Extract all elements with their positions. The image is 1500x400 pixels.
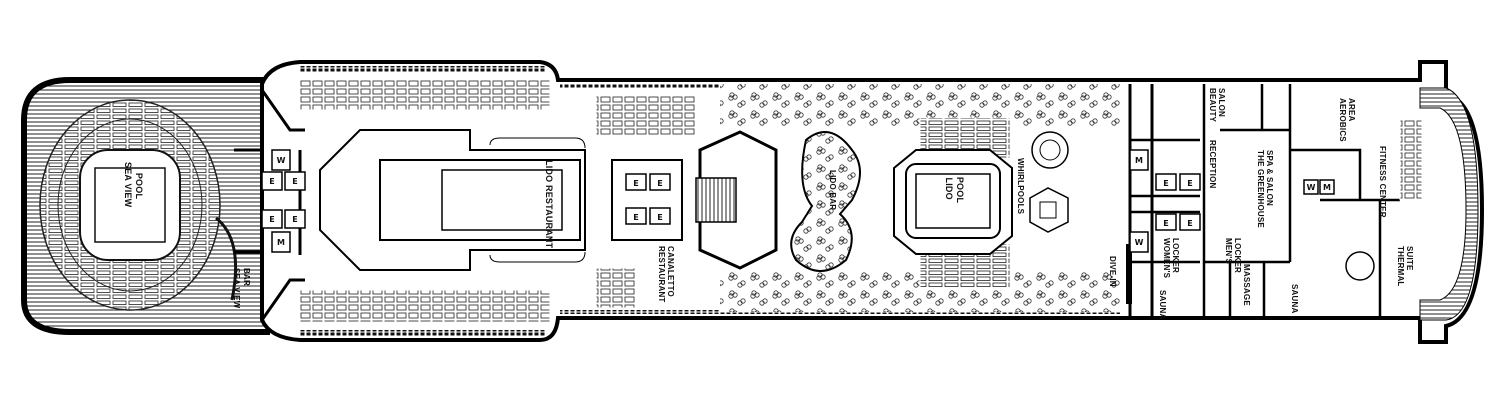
- bow-deck: [1419, 87, 1479, 321]
- canaletto-restaurant-label: CANALETTO RESTAURANT: [657, 246, 675, 303]
- restroom-w-fwd: W: [1129, 231, 1149, 253]
- elevator-bank-aft: E E E E: [261, 171, 306, 229]
- lido-restaurant: LIDO RESTAURANT: [299, 77, 586, 323]
- svg-text:E: E: [657, 179, 662, 188]
- svg-text:E: E: [292, 177, 297, 186]
- svg-text:E: E: [633, 179, 638, 188]
- sea-view-pool-label: SEA VIEW POOL: [123, 162, 144, 210]
- sea-view-bar-counter: [215, 216, 238, 301]
- lido-seating-bottom: [299, 289, 551, 323]
- mid-core: E E E E CANALETTO RESTAURANT: [595, 95, 778, 309]
- lido-pool-label: LIDO POOL: [944, 177, 965, 204]
- main-deck-outline: [260, 60, 1485, 344]
- svg-text:E: E: [269, 215, 274, 224]
- fitness-center-label: FITNESS CENTER: [1378, 146, 1387, 218]
- mid-stair-hall: [698, 130, 778, 270]
- lido-bar: LIDO BAR: [790, 131, 861, 272]
- dive-in-label: DIVE-IN: [1108, 256, 1117, 287]
- lido-bar-label: LIDO BAR: [828, 170, 837, 210]
- whirlpools: [1029, 131, 1069, 233]
- svg-text:M: M: [1323, 183, 1331, 192]
- restroom-m-top: M: [271, 231, 291, 253]
- svg-text:E: E: [1187, 179, 1192, 188]
- spa-area: M W E E E E WOMEN'S LOCKER SAUNA MEN'S L…: [1128, 84, 1423, 320]
- svg-text:E: E: [657, 213, 662, 222]
- massage-label: MASSAGE: [1242, 264, 1251, 306]
- svg-text:E: E: [1163, 219, 1168, 228]
- aft-core: W M E E E E: [234, 89, 361, 321]
- railing-top: [300, 66, 545, 72]
- elevator-bank-mid: E E E E: [625, 173, 671, 225]
- fitness-equipment: [1399, 119, 1423, 201]
- restroom-m-fwd: M: [1129, 149, 1149, 171]
- sauna-label-right: SAUNA: [1290, 284, 1299, 313]
- greenhouse-spa-label: THE GREENHOUSE SPA & SALON: [1256, 150, 1274, 230]
- lido-seating-top: [299, 77, 551, 111]
- svg-text:E: E: [1187, 219, 1192, 228]
- svg-text:E: E: [633, 213, 638, 222]
- svg-text:W: W: [1135, 238, 1144, 247]
- aerobics-area-label: AEROBICS AREA: [1338, 98, 1356, 144]
- sea-view-pool-area: SEA VIEW POOL SEA VIEW BAR: [39, 99, 251, 311]
- svg-text:M: M: [1135, 156, 1143, 165]
- lido-pool-area: LIDO POOL WHIRLPOOLS DIVE-IN: [720, 84, 1132, 312]
- thermal-suite-label: THERMAL SUITE: [1396, 246, 1414, 289]
- svg-text:W: W: [1307, 183, 1316, 192]
- sauna-label-left: SAUNA: [1158, 290, 1167, 319]
- beauty-salon-label: BEAUTY SALON: [1208, 88, 1226, 124]
- svg-text:E: E: [292, 215, 297, 224]
- svg-text:E: E: [269, 177, 274, 186]
- lido-bar-counter: [790, 131, 861, 272]
- restroom-w-top: W: [271, 149, 291, 171]
- svg-text:M: M: [277, 238, 285, 247]
- railing-bottom: [300, 330, 545, 336]
- svg-text:W: W: [277, 156, 286, 165]
- whirlpools-label: WHIRLPOOLS: [1016, 158, 1025, 215]
- lido-restaurant-label: LIDO RESTAURANT: [544, 160, 554, 249]
- elevator-bank-fwd: E E E E: [1155, 173, 1201, 231]
- mens-locker-label: MEN'S LOCKER: [1224, 238, 1242, 273]
- womens-locker-label: WOMEN'S LOCKER: [1162, 238, 1180, 281]
- reception-label: RECEPTION: [1208, 140, 1217, 188]
- sea-view-bar-label: SEA VIEW BAR: [232, 268, 251, 311]
- svg-text:E: E: [1163, 179, 1168, 188]
